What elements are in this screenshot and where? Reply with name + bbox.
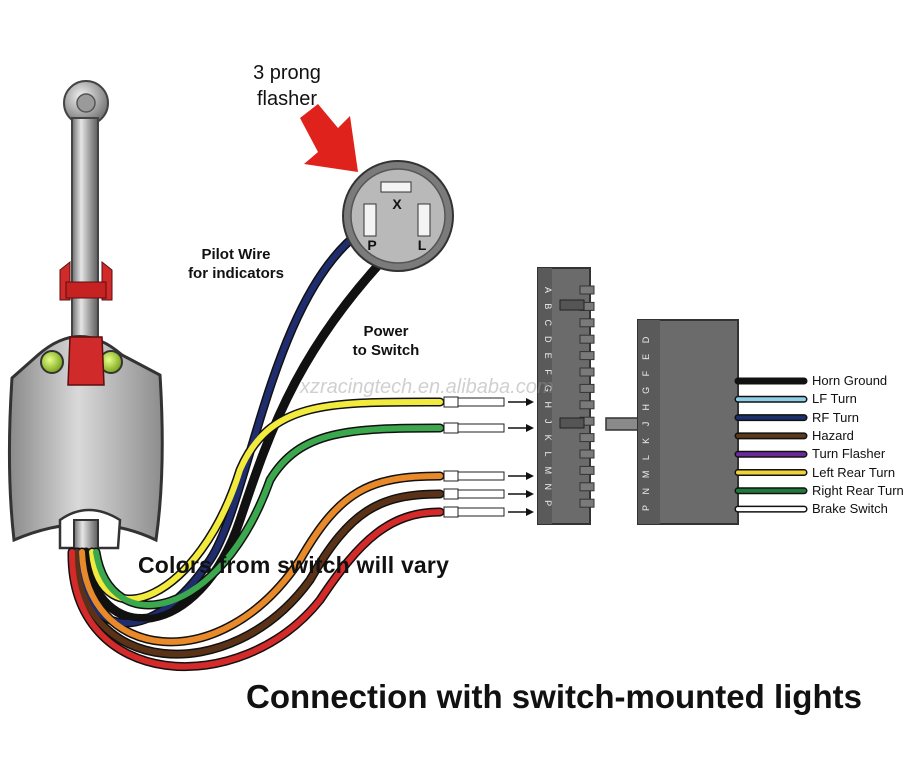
connector-right-letter: P: [641, 505, 651, 511]
connector-left-letter: G: [543, 385, 553, 392]
pilot-wire: [75, 229, 363, 626]
output-wire-label: Horn Ground: [812, 373, 888, 388]
connector-left-letter: J: [543, 419, 553, 424]
connector-left-tooth: [579, 318, 595, 328]
connector-left-tooth: [579, 400, 595, 410]
flasher: X P L: [300, 104, 454, 272]
connector-left: A B C D E F G H J K L M N P: [537, 267, 595, 525]
connector-left-letter: P: [543, 500, 553, 506]
connector-left-tooth: [579, 285, 595, 295]
terminal-p-label: P: [367, 237, 376, 253]
pin-terminal: [457, 507, 505, 517]
watermark: xzracingtech.en.alibaba.com: [300, 376, 554, 398]
turn-signal-switch: [7, 80, 164, 561]
connector-left-tooth: [579, 482, 595, 492]
terminal-x-label: X: [392, 196, 402, 212]
pin-arrow-head: [526, 490, 534, 498]
connector-right-letter: M: [641, 471, 651, 479]
output-wire-label: Brake Switch: [812, 501, 888, 517]
output-wire-label: Right Rear Turn: [812, 482, 904, 498]
lever-shaft: [71, 117, 99, 341]
pin-arrow-head: [526, 424, 534, 432]
connector-left-letter: C: [543, 320, 553, 327]
pin-terminal: [457, 397, 505, 407]
pin-arrow-head: [526, 472, 534, 480]
connector-left-letter: K: [543, 435, 553, 441]
output-wire-label: RF Turn: [812, 409, 859, 425]
pilot-wire-label: Pilot Wire for indicators: [188, 246, 284, 282]
connector-right-letter: G: [641, 387, 651, 394]
pin-arrow-head: [526, 398, 534, 406]
connector-right-letter: K: [641, 438, 651, 444]
connector-left-letter: N: [543, 484, 553, 491]
indicator-lamp-left: [40, 350, 64, 374]
power-wire-label: Power to Switch: [352, 323, 420, 359]
connector-left-letter: B: [543, 303, 553, 309]
output-wire-label: LF Turn: [812, 391, 857, 407]
connector-right-letter: L: [641, 455, 651, 460]
flasher-arrow: [300, 104, 358, 172]
pin-terminal: [443, 422, 459, 434]
pin-terminal: [443, 470, 459, 482]
connector-left-letter: L: [543, 451, 553, 456]
connector-right-letter: J: [641, 422, 651, 427]
brown-wire: [73, 491, 443, 657]
connector-left-letter: A: [543, 287, 553, 293]
output-wires: [734, 377, 808, 513]
connector-left-tooth: [579, 449, 595, 459]
connector-left-tooth: [579, 351, 595, 361]
connector-left-letter: D: [543, 336, 553, 343]
connector-left-letter: M: [543, 467, 553, 475]
connector-right-letter: E: [641, 354, 651, 360]
power-wire: [83, 229, 413, 622]
pin-terminal: [443, 488, 459, 500]
connector-right-letter: D: [641, 336, 651, 343]
pin-terminal: [443, 506, 459, 518]
connector-left-tooth: [579, 498, 595, 508]
connector-left-letter: E: [543, 353, 553, 359]
green-wire: [93, 425, 443, 608]
diagram-title: Connection with switch-mounted lights: [246, 678, 862, 715]
output-wire-label: Hazard: [812, 427, 854, 443]
flasher-title: 3 prong flasher: [253, 62, 321, 110]
connector-right: D E F G H J K L M N P: [605, 319, 739, 525]
connector-left-tooth: [579, 383, 595, 393]
pin-terminals: [443, 396, 534, 518]
connector-right-letter: N: [641, 488, 651, 495]
red-wire: [68, 509, 443, 670]
connector-left-tooth: [579, 433, 595, 443]
pin-terminal: [457, 423, 505, 433]
connector-right-letter: H: [641, 404, 651, 411]
pin-terminal: [457, 489, 505, 499]
switch-body: [7, 335, 164, 543]
lever-pivot: [67, 336, 105, 386]
pin-terminal: [457, 471, 505, 481]
connector-left-tooth: [579, 334, 595, 344]
pin-arrow-head: [526, 508, 534, 516]
colors-vary-note: Colors from switch will vary: [138, 552, 450, 578]
terminal-l-label: L: [418, 237, 427, 253]
switch-wires: [67, 227, 445, 672]
connector-left-letter: F: [543, 369, 553, 375]
connector-left-letter: H: [543, 402, 553, 409]
output-wire-label: Turn Flasher: [812, 446, 886, 462]
connector-left-tooth: [579, 465, 595, 475]
connector-right-letter: F: [641, 370, 651, 376]
orange-wire: [79, 473, 443, 645]
output-wire-label: Left Rear Turn: [812, 464, 896, 480]
connector-left-tooth: [579, 367, 595, 377]
